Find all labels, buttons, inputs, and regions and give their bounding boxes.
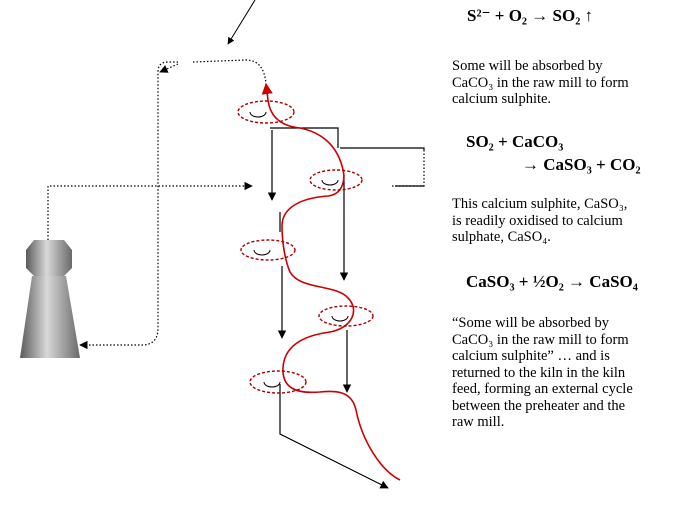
equation-text: SO₂ + CaCO₃	[466, 132, 564, 151]
text-line: “Some will be absorbed by	[452, 315, 610, 331]
equation-sulphite-formation-line2: → CaSO₃ + CO₂	[522, 155, 641, 175]
text-line: feed, forming an external cycle	[452, 381, 633, 397]
equation-sulphate-formation: CaSO₃ + ½O₂ → CaSO₄	[466, 272, 638, 292]
equation-text: → CaSO₃ + CO₂	[522, 155, 641, 174]
text-line: Some will be absorbed by	[452, 58, 603, 74]
text-line: calcium sulphite.	[452, 91, 552, 107]
dotted-return-line	[47, 59, 425, 350]
text-line: CaCO₃ in the raw mill to form	[452, 331, 629, 348]
text-line: between the preheater and the	[452, 397, 626, 414]
text-line: calcium sulphite” … and is	[452, 348, 610, 364]
material-flow-lines	[267, 127, 425, 489]
gas-flow-path	[261, 82, 401, 481]
text-line: CaCO₃ in the raw mill to form	[452, 74, 629, 91]
equation-sulphide-oxidation: S²⁻ + O₂ → SO₂ ↑	[467, 6, 593, 26]
equation-sulphite-formation-line1: SO₂ + CaCO₃	[466, 132, 563, 152]
text-line: is readily oxidised to calcium	[452, 212, 623, 229]
equation-text: CaSO₃ + ½O₂ → CaSO₄	[466, 272, 638, 291]
text-line: raw mill.	[452, 414, 505, 430]
text-line: This calcium sulphite, CaSO₃,	[452, 196, 628, 212]
paragraph-external-cycle: “Some will be absorbed by CaCO₃ in the r…	[452, 315, 633, 431]
raw-mill-icon	[20, 240, 80, 358]
arrow-down-icon	[227, 0, 256, 45]
text-line: returned to the kiln in the kiln	[452, 364, 626, 381]
cyclone-swirls	[237, 100, 374, 394]
paragraph-absorption: Some will be absorbed by CaCO₃ in the ra…	[452, 58, 629, 108]
paragraph-oxidation: This calcium sulphite, CaSO₃, is readily…	[452, 196, 627, 246]
equation-text: S²⁻ + O₂ → SO₂ ↑	[467, 6, 594, 25]
text-line: sulphate, CaSO₄.	[452, 229, 551, 245]
